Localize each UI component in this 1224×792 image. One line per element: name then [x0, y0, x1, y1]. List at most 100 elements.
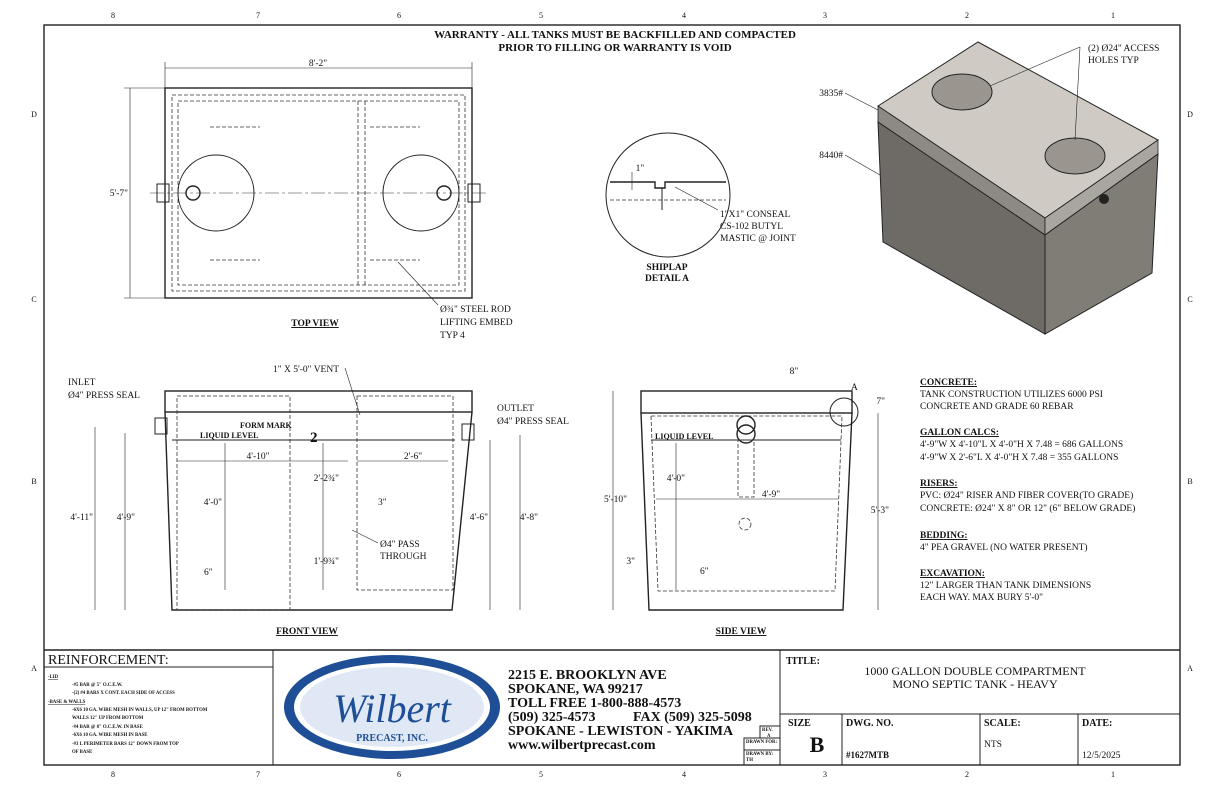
detail-title: DETAIL A	[645, 274, 689, 284]
zone-col: 6	[397, 770, 401, 779]
note-heading: EXCAVATION:	[920, 569, 985, 579]
drawing-title: 1000 GALLON DOUBLE COMPARTMENT	[864, 664, 1086, 678]
detail-ref: A	[851, 383, 858, 393]
outlet-label: OUTLET	[497, 404, 534, 414]
dim-right-outer: 4'-8"	[520, 513, 538, 523]
logo-name: Wilbert	[333, 686, 452, 731]
dim-upper: 2'-2¾"	[314, 474, 340, 484]
dim-body: 5'-3"	[871, 506, 889, 516]
note-line: EACH WAY. MAX BURY 5'-0"	[920, 593, 1043, 603]
dim-depth: 4'-0"	[667, 474, 685, 484]
date-value: 12/5/2025	[1082, 751, 1121, 761]
zone-row: B	[31, 477, 36, 486]
dim-overall: 5'-10"	[604, 495, 627, 505]
front-view-title: FRONT VIEW	[276, 627, 338, 637]
zone-col: 1	[1111, 770, 1115, 779]
zone-row: D	[1187, 110, 1193, 119]
zone-col: 5	[539, 11, 543, 20]
date-label: DATE:	[1082, 718, 1112, 729]
dim-left-inner: 4'-9"	[117, 513, 135, 523]
lifting-embed-callout: LIFTING EMBED	[440, 318, 513, 328]
inlet-label: INLET	[68, 378, 96, 388]
company-city: SPOKANE, WA 99217	[508, 682, 643, 697]
reinforcement-line: -(2) #4 BARS X CONT. EACH SIDE OF ACCESS	[72, 691, 175, 696]
zone-col: 8	[111, 11, 115, 20]
note-line: 12" LARGER THAN TANK DIMENSIONS	[920, 581, 1091, 591]
reinforcement-line: -#5 BAR @ 5" O.C.E.W.	[72, 683, 122, 688]
reinforcement-heading: -LID	[48, 675, 59, 680]
zone-row: C	[1187, 295, 1192, 304]
lifting-embed-callout: TYP 4	[440, 331, 465, 341]
drawing-title: MONO SEPTIC TANK - HEAVY	[892, 677, 1058, 691]
dim-width: 8'-2"	[309, 59, 327, 69]
size-value: B	[810, 732, 825, 757]
company-website[interactable]: www.wilbertprecast.com	[508, 738, 656, 753]
company-toll-free: TOLL FREE 1-800-888-4573	[508, 696, 681, 711]
zone-row: A	[31, 664, 37, 673]
note-line: CONCRETE: Ø24" X 8" OR 12" (6" BELOW GRA…	[920, 503, 1135, 514]
note-line: 4'-9"W X 4'-10"L X 4'-0"H X 7.48 = 686 G…	[920, 440, 1123, 450]
zone-col: 2	[965, 11, 969, 20]
zone-row: A	[1187, 664, 1193, 673]
zone-row: C	[31, 295, 36, 304]
form-mark-label: FORM MARK	[240, 421, 293, 430]
warranty-line-2: PRIOR TO FILLING OR WARRANTY IS VOID	[498, 42, 731, 54]
inlet-label: Ø4" PRESS SEAL	[68, 391, 140, 401]
detail-title: SHIPLAP	[646, 263, 687, 273]
reinforcement-line: -6X6 10 GA. WIRE MESH IN BASE	[72, 733, 147, 738]
dim-wall: 3"	[626, 557, 635, 567]
reinforcement-line: -#4 BAR @ 8" O.C.E.W. IN BASE	[72, 725, 143, 730]
vent-label: 1" X 5'-0" VENT	[273, 365, 339, 375]
reinforcement-heading: -BASE & WALLS	[48, 700, 86, 705]
rev-label: REV.	[762, 728, 773, 733]
form-mark-number: 2	[310, 430, 318, 446]
drawn-for-label: DRAWN FOR:	[746, 740, 777, 745]
lid-weight: 3835#	[819, 89, 843, 99]
note-heading: CONCRETE:	[920, 378, 977, 388]
dim-floor: 6"	[204, 568, 213, 578]
note-heading: GALLON CALCS:	[920, 428, 999, 438]
top-view-title: TOP VIEW	[291, 319, 339, 329]
company-info: 2215 E. BROOKLYN AVE SPOKANE, WA 99217 T…	[508, 668, 752, 753]
note-line: 4" PEA GRAVEL (NO WATER PRESENT)	[920, 542, 1088, 553]
dwg-label: DWG. NO.	[846, 718, 894, 729]
dim-floor: 6"	[700, 567, 709, 577]
top-view: 8'-2" 5'-7" Ø¾" STEEL ROD LIFTING EMBED …	[110, 59, 513, 341]
dim-compartment-1: 4'-10"	[246, 452, 269, 462]
outlet-label: Ø4" PRESS SEAL	[497, 417, 569, 427]
drawn-by-value: TH	[746, 758, 753, 763]
zone-row: D	[31, 110, 37, 119]
drawn-by-label: DRAWN BY:	[746, 752, 774, 757]
zone-markers: 8 7 6 5 4 3 2 1 8 7 6 5 4 3 2 1 D C B A …	[31, 11, 1193, 779]
lifting-embed-callout: Ø¾" STEEL ROD	[440, 305, 511, 315]
zone-col: 1	[1111, 11, 1115, 20]
dim-right-inner: 4'-6"	[470, 513, 488, 523]
note-line: CONCRETE AND GRADE 60 REBAR	[920, 402, 1074, 412]
reinforcement-line: -#3 L PERIMETER BARS 12" DOWN FROM TOP	[72, 742, 179, 747]
reinforcement-line: WALLS 12" UP FROM BOTTOM	[72, 716, 144, 721]
company-phone: (509) 325-4573	[508, 710, 596, 725]
dim-wall: 3"	[378, 498, 387, 508]
liquid-level-label: LIQUID LEVEL	[200, 431, 258, 440]
logo-sub: PRECAST, INC.	[356, 733, 428, 744]
detail-dim: 1"	[636, 164, 645, 174]
detail-callout: MASTIC @ JOINT	[720, 234, 796, 244]
zone-col: 7	[256, 770, 260, 779]
note-line: TANK CONSTRUCTION UTILIZES 6000 PSI	[920, 390, 1103, 400]
scale-value: NTS	[984, 740, 1002, 750]
company-locations: SPOKANE - LEWISTON - YAKIMA	[508, 724, 734, 739]
size-label: SIZE	[788, 718, 811, 729]
dim-depth: 4'-0"	[204, 498, 222, 508]
sheet-border	[43, 24, 1181, 766]
base-weight: 8440#	[819, 151, 843, 161]
dim-compartment-2: 2'-6"	[404, 452, 422, 462]
pass-through-label: Ø4" PASS	[380, 540, 420, 550]
pass-through-label: THROUGH	[380, 552, 427, 562]
zone-col: 5	[539, 770, 543, 779]
liquid-level-label: LIQUID LEVEL	[655, 432, 713, 441]
zone-col: 7	[256, 11, 260, 20]
company-address: 2215 E. BROOKLYN AVE	[508, 668, 667, 683]
reinforcement-line: OF BASE	[72, 750, 92, 755]
dim-height: 5'-7"	[110, 189, 128, 199]
